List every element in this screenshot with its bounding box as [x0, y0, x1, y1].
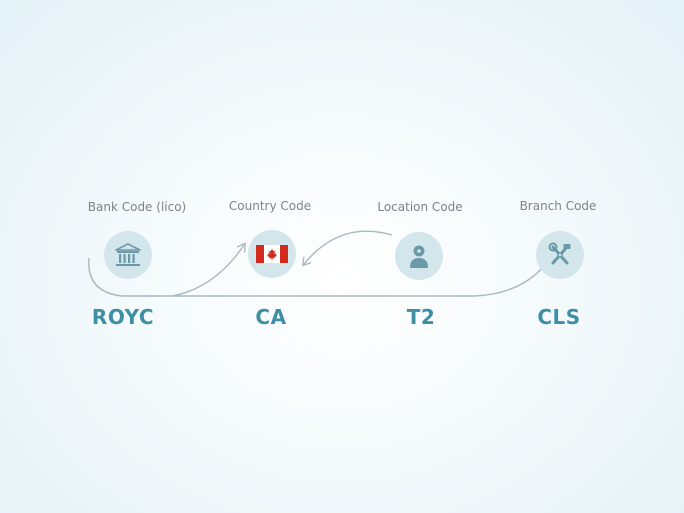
country-code-label: Country Code [228, 199, 312, 213]
canada-flag-icon [248, 230, 296, 278]
bank-icon [104, 231, 152, 279]
country-code-value: CA [255, 305, 287, 329]
connector-bank-hook [88, 257, 123, 297]
branch-code-value: CLS [537, 305, 581, 329]
branch-code-label: Branch Code [519, 199, 597, 213]
tools-icon [536, 231, 584, 279]
location-code-label: Location Code [377, 200, 463, 214]
bank-code-label: Bank Code (lico) [87, 200, 187, 214]
bank-code-value: ROYC [91, 305, 155, 329]
location-person-icon [395, 232, 443, 280]
connector-baseline [122, 264, 546, 297]
connector-arrow-to-country-right [304, 230, 393, 264]
connector-arrow-to-country-left [171, 245, 244, 297]
location-code-value: T2 [406, 305, 436, 329]
